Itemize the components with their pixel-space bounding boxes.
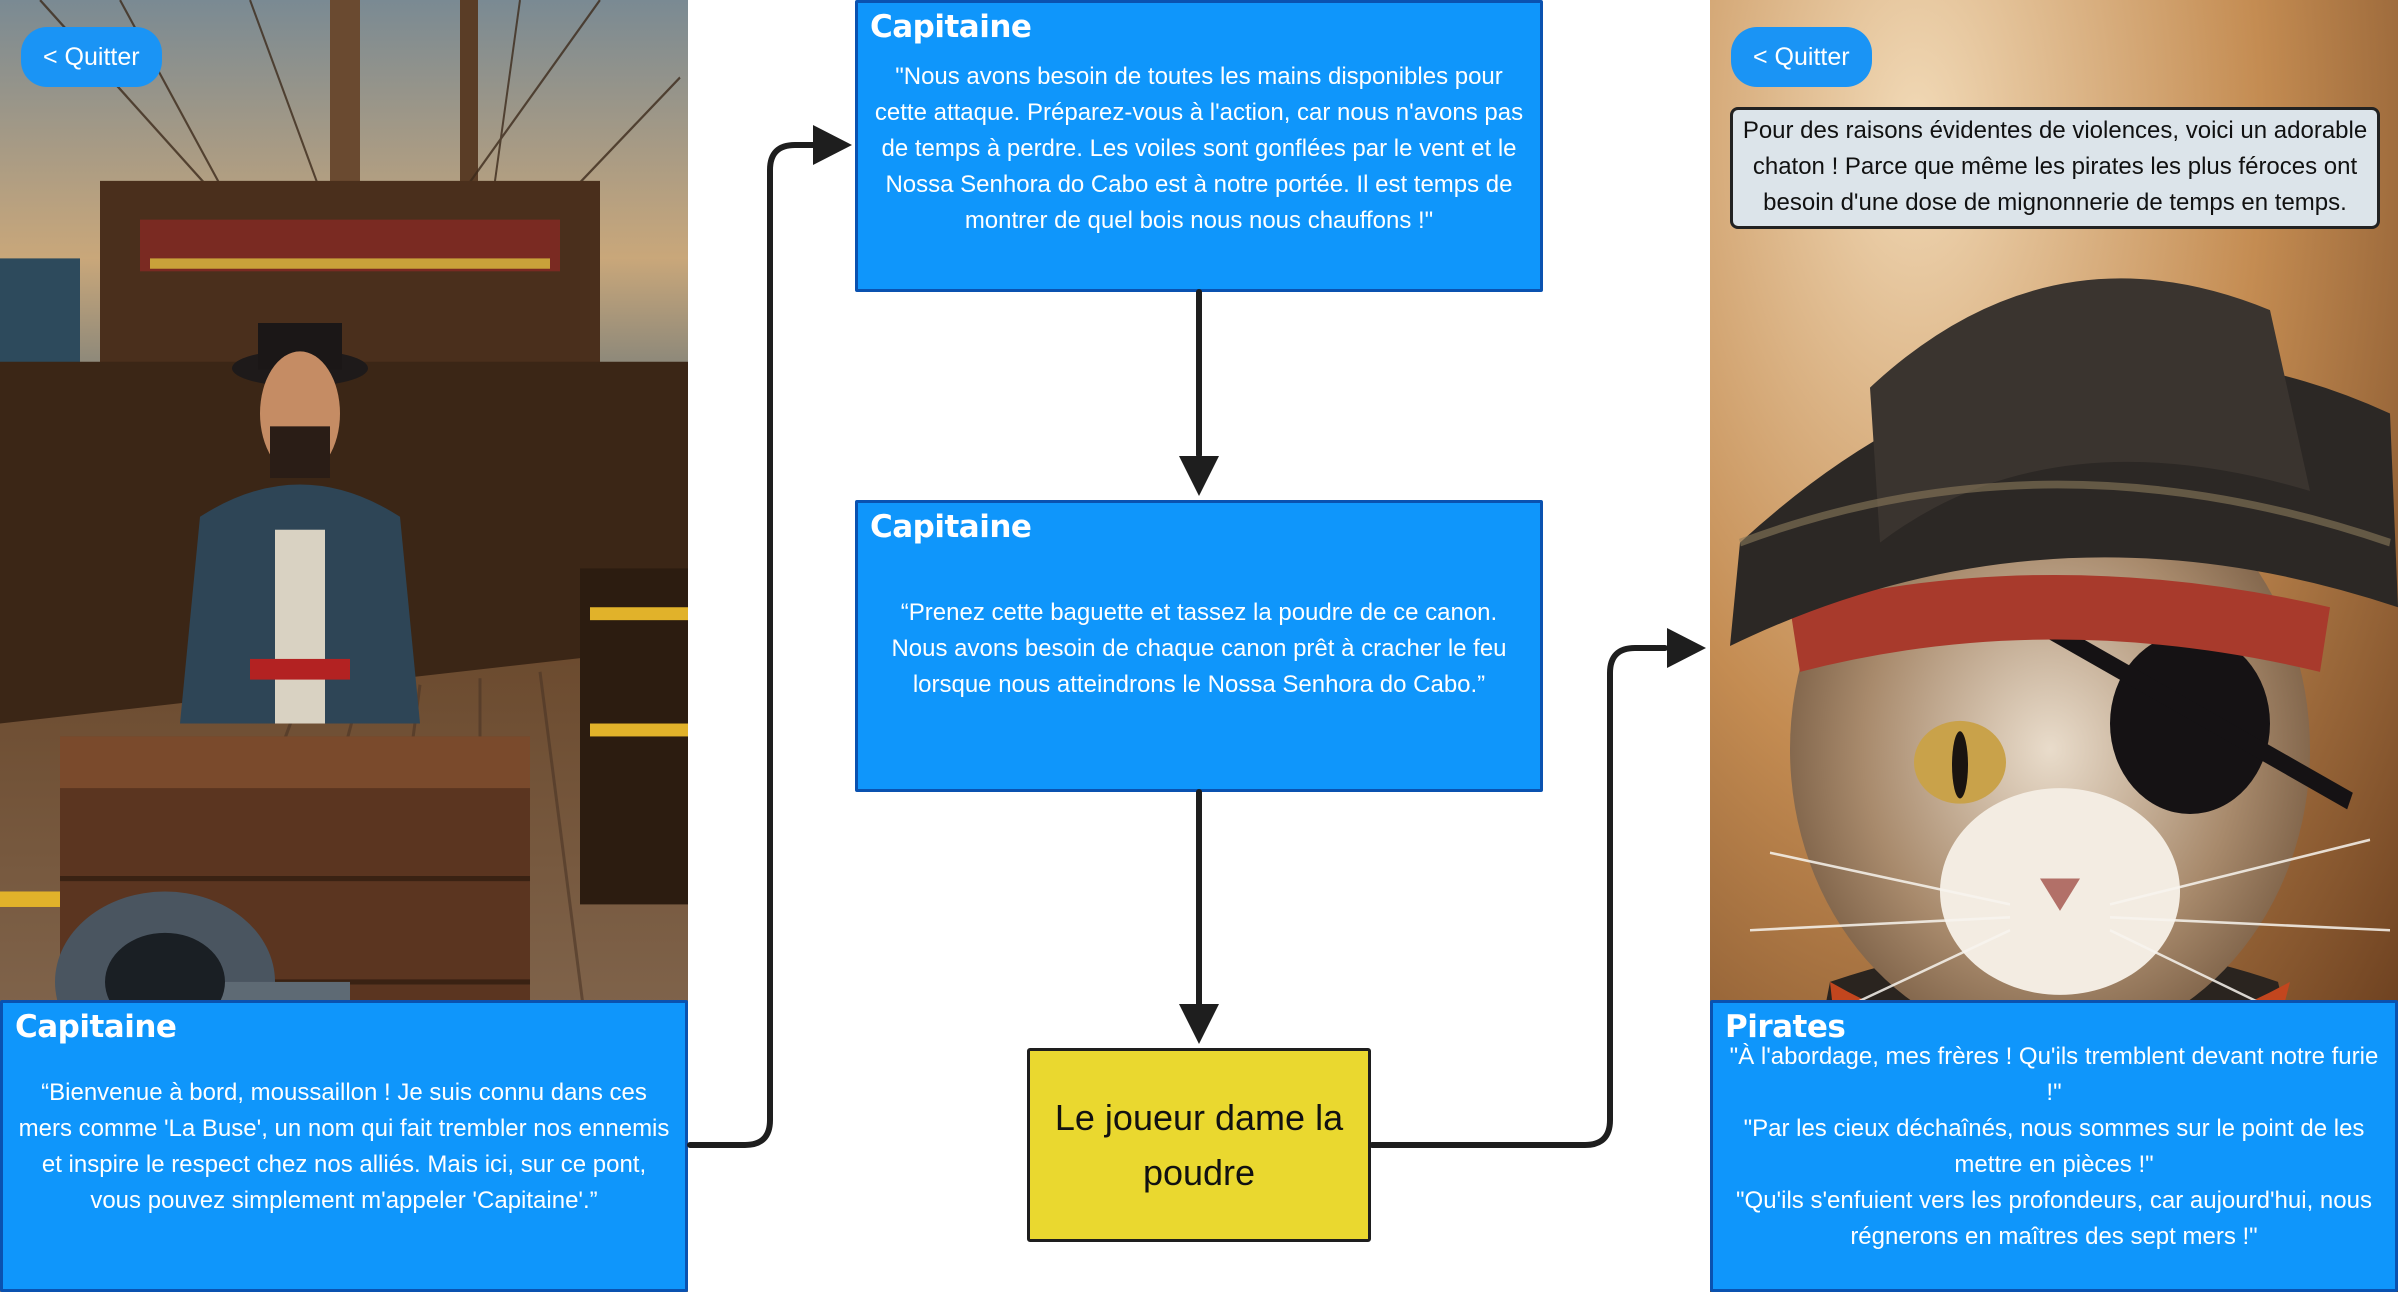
connector-outcome-to-pirates <box>1369 645 1668 1148</box>
content-warning-notice: Pour des raisons évidentes de violences,… <box>1730 107 2380 229</box>
speaker-name: Capitaine <box>870 9 1032 45</box>
player-action-text: Le joueur dame la poudre <box>1054 1097 1344 1193</box>
dialogue-step-2-card: Capitaine “Prenez cette baguette et tass… <box>855 500 1543 792</box>
dialogue-step-1-card: Capitaine "Nous avons besoin de toutes l… <box>855 0 1543 292</box>
notice-text: Pour des raisons évidentes de violences,… <box>1742 117 2368 216</box>
dialogue-text: “Bienvenue à bord, moussaillon ! Je suis… <box>18 1079 670 1214</box>
dialogue-text: "À l'abordage, mes frères ! Qu'ils tremb… <box>1729 1043 2379 1250</box>
quit-button-left[interactable]: < Quitter <box>21 27 162 87</box>
player-action-box: Le joueur dame la poudre <box>1027 1048 1371 1242</box>
arrowhead-step2 <box>1179 456 1219 496</box>
right-scene: < Quitter Pirates "À l'abordage, mes frè… <box>1710 0 2398 1292</box>
dialogue-text: "Nous avons besoin de toutes les mains d… <box>874 63 1524 234</box>
left-scene: < Quitter Capitaine “Bienvenue à bord, m… <box>0 0 688 1292</box>
speaker-name: Capitaine <box>870 509 1032 545</box>
quit-button-right[interactable]: < Quitter <box>1731 27 1872 87</box>
intro-dialogue-card: Capitaine “Bienvenue à bord, moussaillon… <box>0 1000 688 1292</box>
dialogue-text: “Prenez cette baguette et tassez la poud… <box>891 599 1507 698</box>
speaker-name: Pirates <box>1725 1009 1846 1045</box>
pirate-ship-image <box>0 0 688 1292</box>
arrowhead-pirates <box>1667 628 1706 668</box>
arrowhead-step1 <box>813 125 852 165</box>
speaker-name: Capitaine <box>15 1009 177 1045</box>
arrowhead-outcome <box>1179 1004 1219 1044</box>
pirates-dialogue-card: Pirates "À l'abordage, mes frères ! Qu'i… <box>1710 1000 2398 1292</box>
connector-intro-to-step1 <box>687 142 818 1148</box>
